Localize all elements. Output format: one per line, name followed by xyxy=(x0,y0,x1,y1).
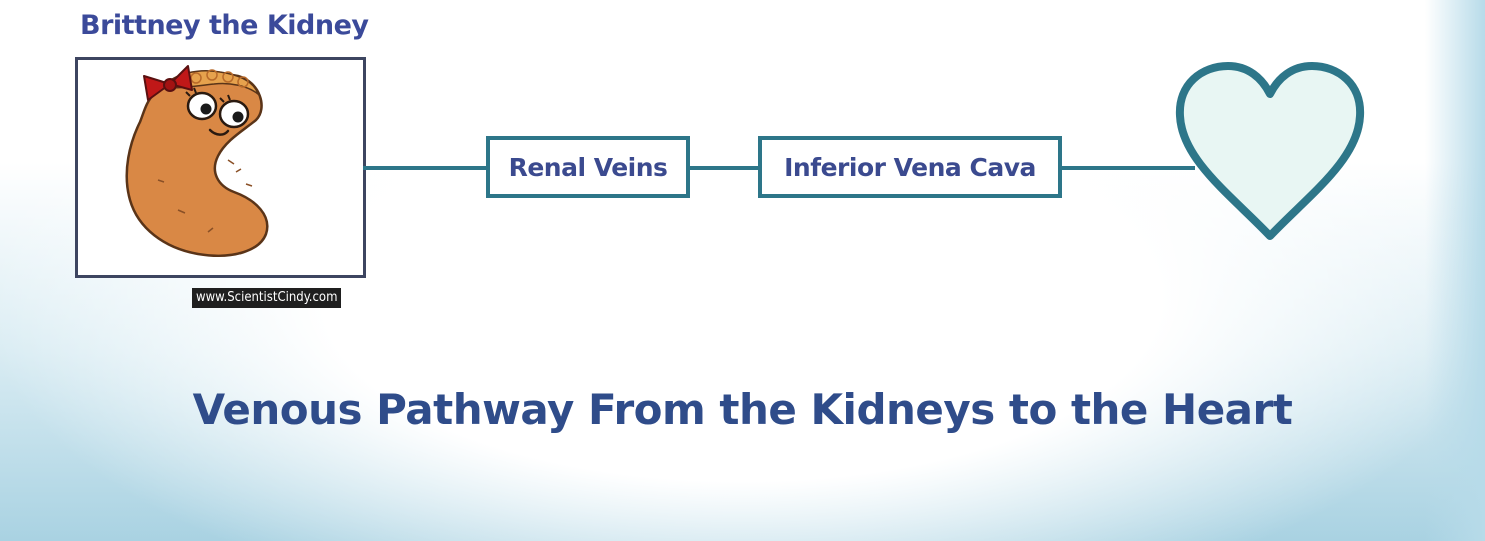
kidney-cartoon-icon xyxy=(78,60,363,275)
background-edge xyxy=(1425,0,1485,541)
renal-veins-box: Renal Veins xyxy=(486,136,690,198)
connector-kidney-to-renal xyxy=(363,166,488,170)
kidney-image-frame xyxy=(75,57,366,278)
credit-watermark: www.ScientistCindy.com xyxy=(192,288,341,308)
renal-veins-label: Renal Veins xyxy=(509,153,668,182)
connector-renal-to-vena-cava xyxy=(688,166,760,170)
diagram-title: Venous Pathway From the Kidneys to the H… xyxy=(0,385,1485,434)
heart-outline-icon xyxy=(1172,60,1368,244)
kidney-label: Brittney the Kidney xyxy=(80,10,368,41)
inferior-vena-cava-box: Inferior Vena Cava xyxy=(758,136,1062,198)
inferior-vena-cava-label: Inferior Vena Cava xyxy=(784,153,1036,182)
